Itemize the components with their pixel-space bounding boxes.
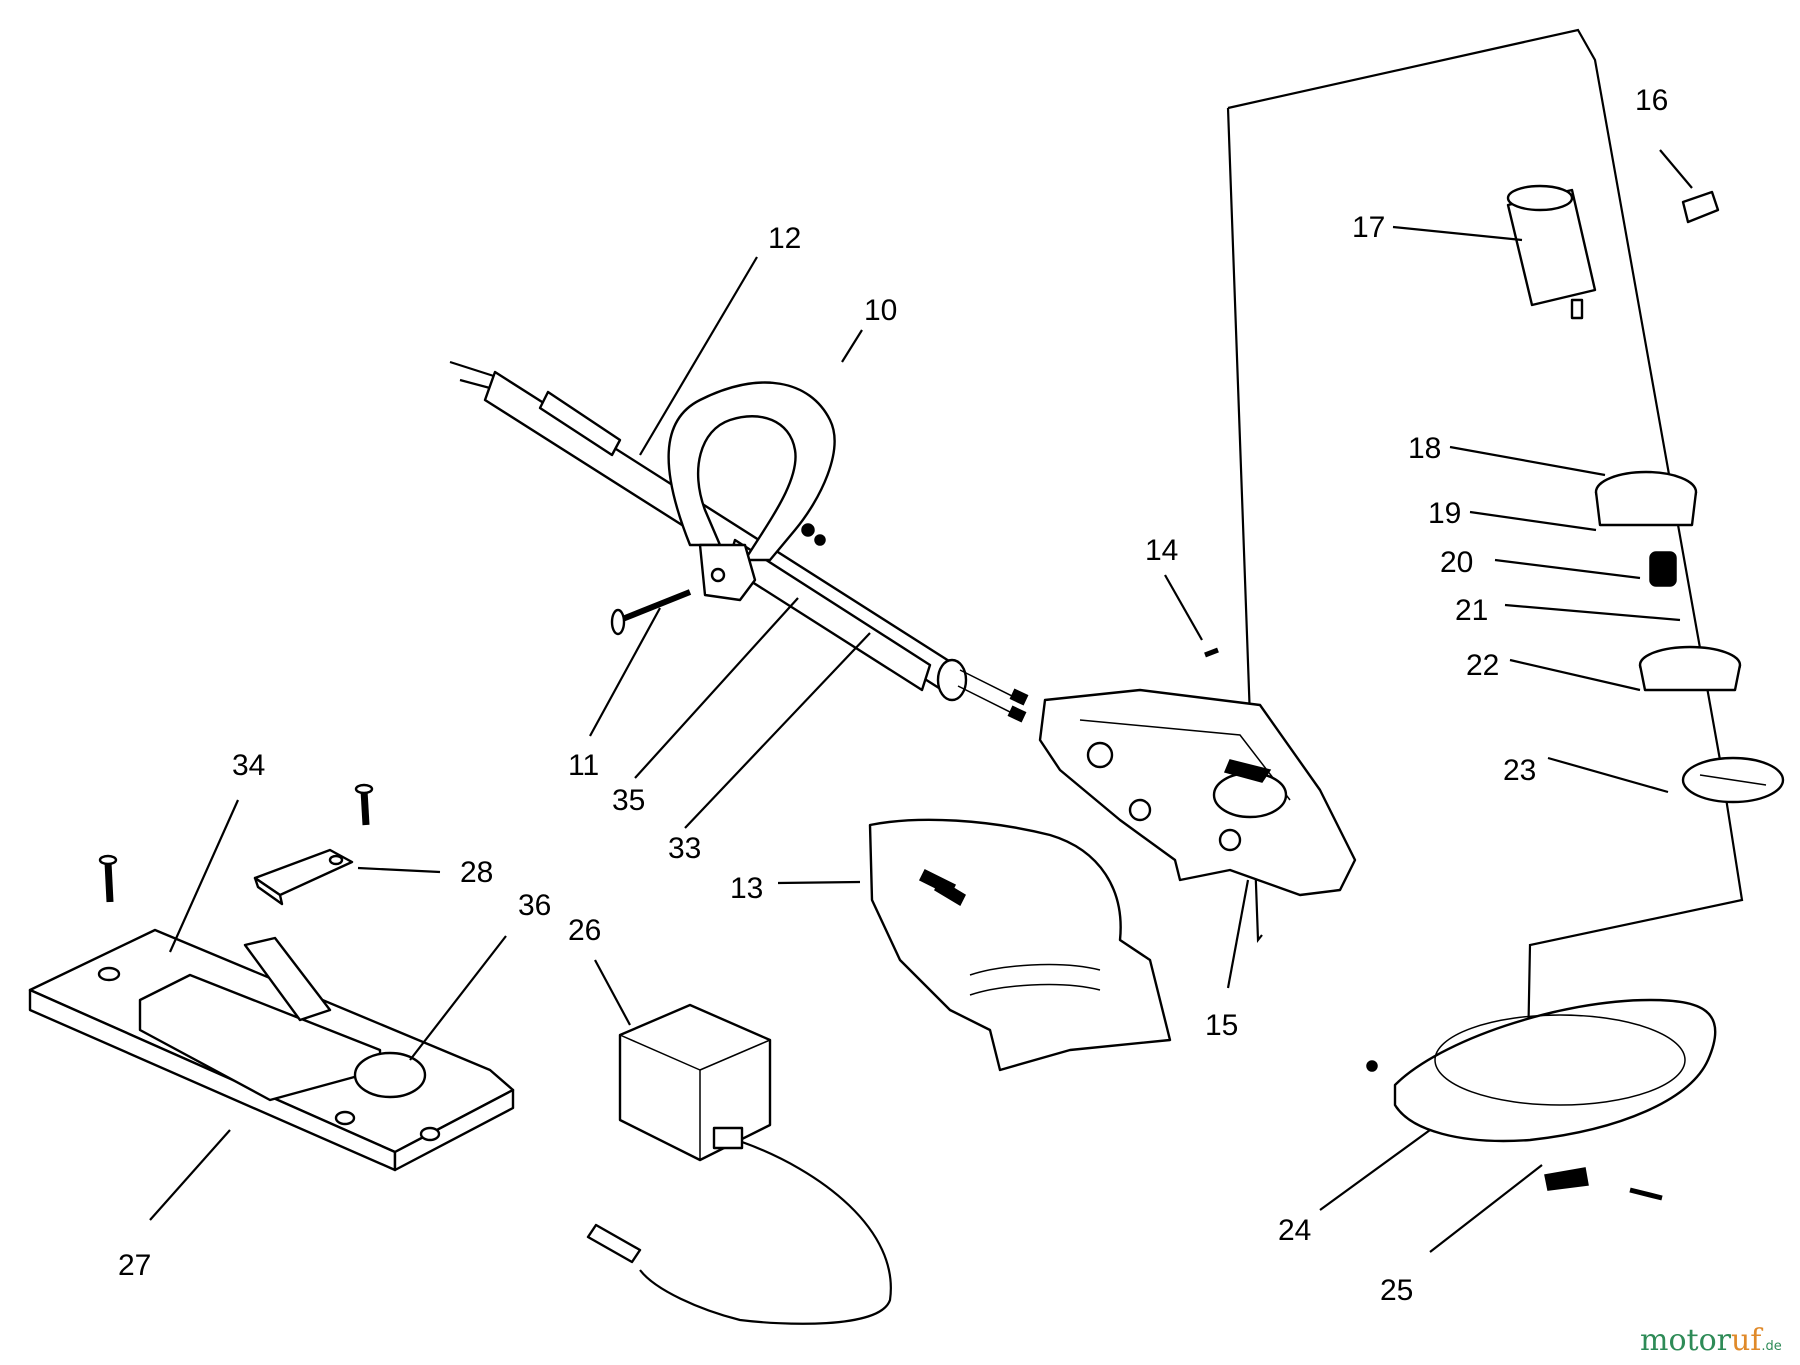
callout-13: 13 [730, 872, 763, 905]
callout-20: 20 [1440, 546, 1473, 579]
leader-lines [149, 149, 1693, 1253]
callout-17: 17 [1352, 211, 1385, 244]
charging-base [28, 928, 515, 1172]
spring [1649, 551, 1677, 587]
callout-18: 18 [1408, 432, 1441, 465]
callout-16: 16 [1635, 84, 1668, 117]
callout-26: 26 [568, 914, 601, 947]
callout-28: 28 [460, 856, 493, 889]
callout-27: 27 [118, 1249, 151, 1282]
callout-labels: 12 10 11 35 33 14 13 15 16 17 18 19 20 2… [118, 84, 1668, 1307]
watermark: motoruf.de [1640, 1323, 1782, 1358]
spool-cap [1681, 756, 1785, 804]
assembly-frame [1226, 28, 1744, 1051]
motor-housing [1038, 647, 1357, 897]
callout-33: 33 [668, 832, 701, 865]
callout-11: 11 [568, 749, 599, 782]
watermark-green: motor [1640, 1323, 1732, 1358]
callout-19: 19 [1428, 497, 1461, 530]
callout-23: 23 [1503, 754, 1536, 787]
base-screws [98, 783, 374, 903]
spool [1638, 645, 1742, 692]
callout-24: 24 [1278, 1214, 1311, 1247]
fan [1594, 470, 1698, 527]
watermark-suffix: .de [1761, 1339, 1781, 1354]
watermark-orange: uf [1731, 1323, 1763, 1358]
guard [1366, 998, 1717, 1201]
handle-loop [667, 381, 836, 602]
callout-22: 22 [1466, 649, 1499, 682]
callout-21: 21 [1455, 594, 1488, 627]
callout-15: 15 [1205, 1009, 1238, 1042]
bolt [610, 589, 692, 636]
contact-clip [253, 848, 354, 906]
callout-25: 25 [1380, 1274, 1413, 1307]
callout-10: 10 [864, 294, 897, 327]
motor-cover [868, 818, 1172, 1072]
shaft-assembly [449, 360, 1029, 723]
svg-text:motoruf.de: motoruf.de [1640, 1323, 1782, 1358]
motor [1506, 184, 1597, 320]
callout-36: 34 [232, 749, 265, 782]
callout-12: 12 [768, 222, 801, 255]
charger [586, 1003, 892, 1325]
callout-35: 36 [518, 889, 551, 922]
brush-block [1681, 190, 1720, 224]
callout-34: 35 [612, 784, 645, 817]
callout-14: 14 [1145, 534, 1178, 567]
